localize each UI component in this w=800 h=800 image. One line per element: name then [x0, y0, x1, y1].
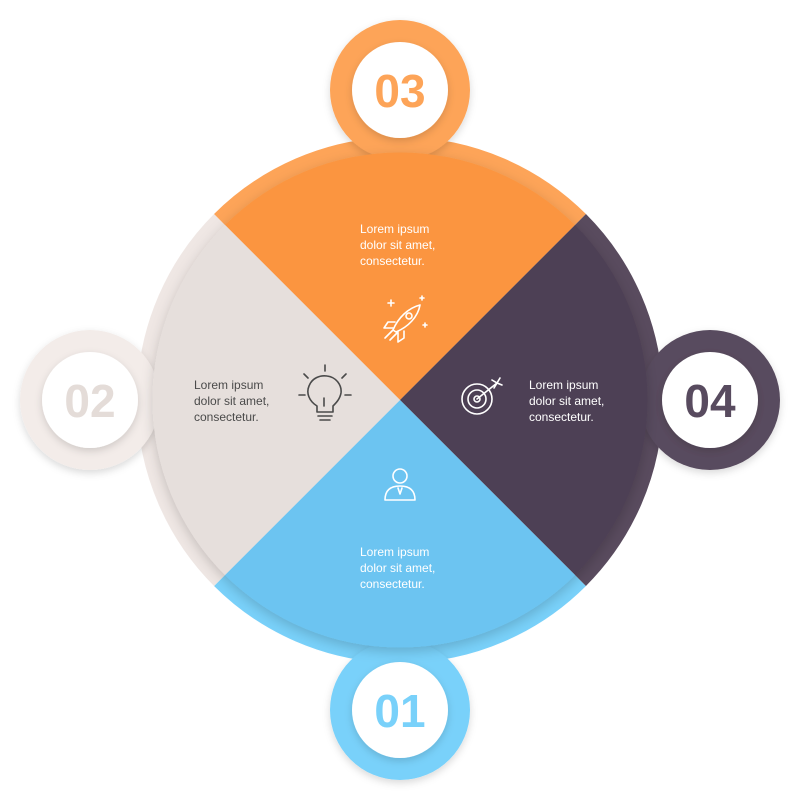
- segment-02-line-3: consectetur.: [194, 410, 259, 424]
- target-icon: [461, 377, 503, 415]
- wedges: [152, 152, 648, 648]
- svg-text:Lorem ipsum dolor sit: Lorem ipsum dolor sit amet, consectetur.: [194, 378, 273, 424]
- segment-01-line-1: Lorem ipsum: [360, 545, 429, 559]
- badge-01[interactable]: 01: [330, 640, 470, 780]
- segment-03-line-1: Lorem ipsum: [360, 222, 429, 236]
- wedge-01[interactable]: [225, 400, 575, 648]
- svg-text:Lorem ipsum dolor sit: Lorem ipsum dolor sit amet, consectetur.: [529, 378, 608, 424]
- segment-04-text: Lorem ipsum dolor sit amet, consectetur.: [529, 378, 608, 424]
- svg-text:Lorem ipsum dolor sit: Lorem ipsum dolor sit amet, consectetur.: [360, 545, 439, 591]
- wedge-03[interactable]: [225, 152, 575, 400]
- segment-04-line-3: consectetur.: [529, 410, 594, 424]
- wedge-04[interactable]: [400, 225, 648, 575]
- segment-03-line-3: consectetur.: [360, 254, 425, 268]
- segment-04-line-1: Lorem ipsum: [529, 378, 598, 392]
- segment-04-line-2: dolor sit amet,: [529, 394, 604, 408]
- segment-01-line-3: consectetur.: [360, 577, 425, 591]
- badge-number-02: 02: [64, 375, 115, 427]
- svg-text:Lorem ipsum dolor sit: Lorem ipsum dolor sit amet, consectetur.: [360, 222, 439, 268]
- segment-02-text: Lorem ipsum dolor sit amet, consectetur.: [194, 378, 273, 424]
- lightbulb-icon: [298, 364, 352, 421]
- badge-number-04: 04: [684, 375, 736, 427]
- badge-04[interactable]: 04: [640, 330, 780, 470]
- badge-02[interactable]: 02: [20, 330, 160, 470]
- segment-02-line-1: Lorem ipsum: [194, 378, 263, 392]
- badge-number-03: 03: [374, 65, 425, 117]
- segment-03-text: Lorem ipsum dolor sit amet, consectetur.: [360, 222, 439, 268]
- badges: 03 02 04 01: [20, 20, 780, 780]
- segment-01-line-2: dolor sit amet,: [360, 561, 435, 575]
- segment-03-line-2: dolor sit amet,: [360, 238, 435, 252]
- segment-02-line-2: dolor sit amet,: [194, 394, 269, 408]
- segment-01-text: Lorem ipsum dolor sit amet, consectetur.: [360, 545, 439, 591]
- rocket-icon: [383, 295, 428, 343]
- person-icon: [384, 468, 416, 501]
- badge-number-01: 01: [374, 685, 425, 737]
- wedge-02[interactable]: [152, 225, 400, 575]
- badge-03[interactable]: 03: [330, 20, 470, 160]
